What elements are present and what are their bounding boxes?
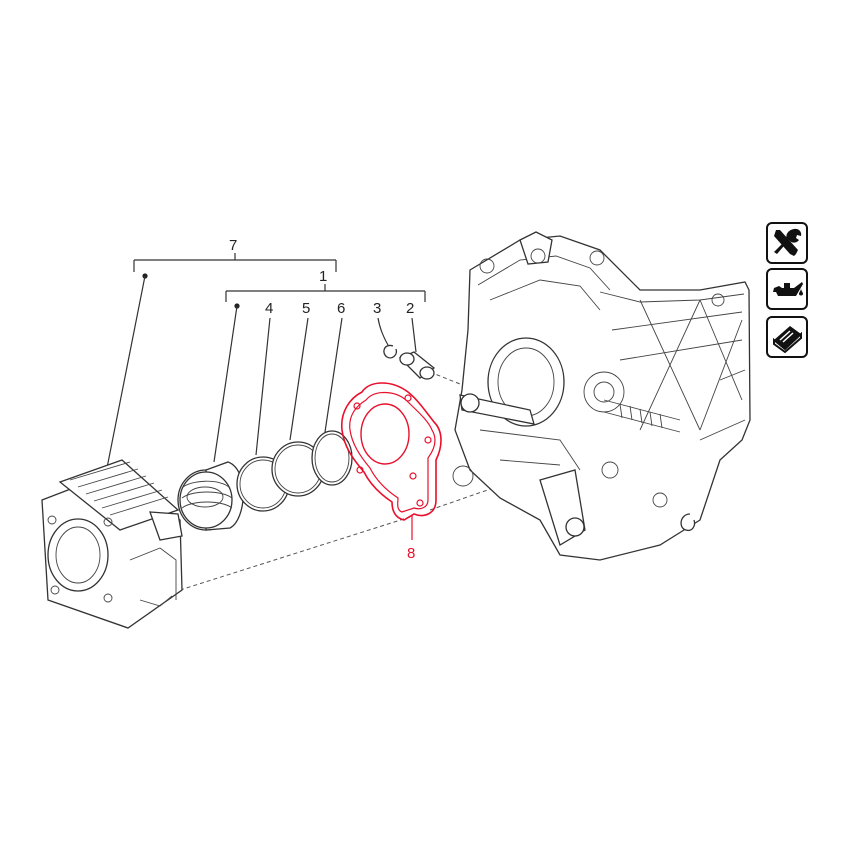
manual-button[interactable] bbox=[766, 316, 808, 358]
callout-2[interactable]: 2 bbox=[406, 300, 414, 317]
manual-book-icon bbox=[773, 326, 802, 354]
callout-8[interactable]: 8 bbox=[407, 545, 415, 562]
lubrication-button[interactable] bbox=[766, 268, 808, 310]
bracket-1 bbox=[213, 284, 426, 463]
bracket-7 bbox=[104, 253, 337, 479]
circlip-part[interactable] bbox=[383, 344, 398, 359]
tools-icon bbox=[774, 228, 802, 256]
piston-pin-part[interactable] bbox=[398, 351, 436, 380]
crankcase-part[interactable] bbox=[452, 231, 751, 561]
snap-ring-part[interactable] bbox=[680, 513, 696, 532]
cylinder-part[interactable] bbox=[41, 459, 183, 629]
tools-button[interactable] bbox=[766, 222, 808, 264]
callout-3[interactable]: 3 bbox=[373, 300, 381, 317]
callout-6[interactable]: 6 bbox=[337, 300, 345, 317]
cylinder-base-gasket[interactable] bbox=[340, 382, 442, 540]
oil-can-icon bbox=[773, 282, 803, 296]
callout-7[interactable]: 7 bbox=[229, 237, 237, 254]
piston-ring-6[interactable] bbox=[311, 430, 353, 486]
callout-4[interactable]: 4 bbox=[265, 300, 273, 317]
callout-5[interactable]: 5 bbox=[302, 300, 310, 317]
piston-part[interactable] bbox=[177, 461, 244, 531]
callout-1[interactable]: 1 bbox=[319, 268, 327, 285]
